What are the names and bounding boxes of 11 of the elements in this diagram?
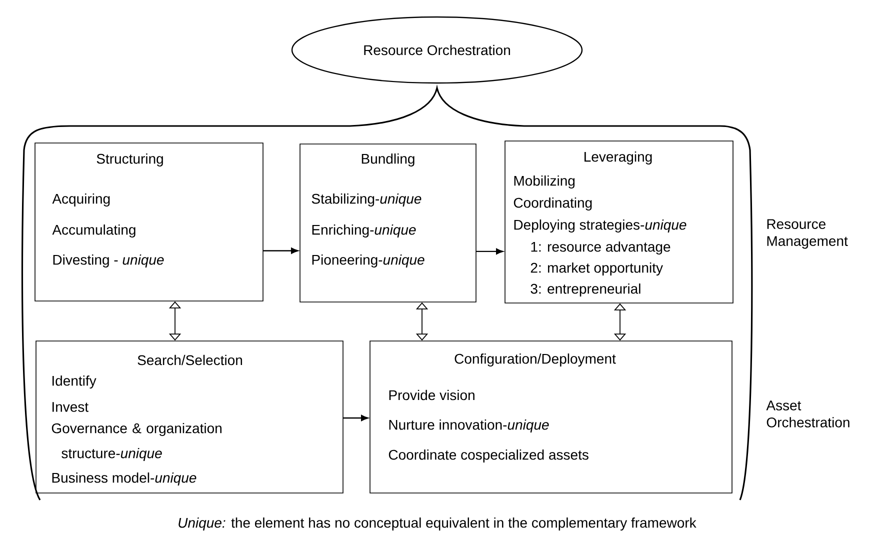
side-label: Resource Management <box>767 219 848 249</box>
arrow <box>263 248 298 254</box>
arrow <box>343 414 368 422</box>
caption: Unique: the element has no conceptual equivalent in the complementary framework <box>178 517 696 531</box>
process-box: Configuration/Deployment Provide vision Nurture innovation-unique Coordinate cospecialized assets <box>370 340 732 494</box>
arrow <box>476 248 504 254</box>
process-box: Bundling Stabilizing-unique Enriching-unique Pioneering-unique <box>300 144 476 302</box>
process-box: Leveraging Mobilizing Coordinating Deploying strategies-unique 1: resource advantage 2: market opportunity 3: entrepreneurial <box>504 140 734 304</box>
process-box: Search/Selection Identify Invest Governance & organization structure-unique Business model-unique <box>36 340 344 494</box>
process-box: Structuring Acquiring Accumulating Divesting - unique <box>34 142 264 302</box>
side-label: Asset Orchestration <box>766 400 850 428</box>
